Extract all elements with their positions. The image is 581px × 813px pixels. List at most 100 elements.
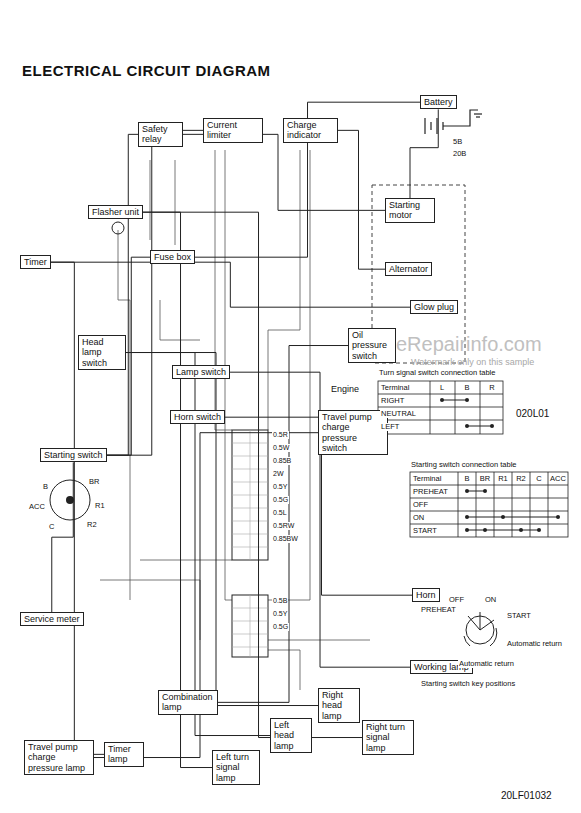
- component-box: Head lamp switch: [78, 335, 126, 370]
- diagram-label: R2: [86, 521, 98, 529]
- diagram-label: Engine: [330, 385, 360, 395]
- component-box: Travel pump charge pressure switch: [318, 410, 388, 455]
- component-label: Timer: [24, 257, 47, 267]
- wire: [268, 150, 300, 430]
- diagram-label: B: [463, 475, 470, 483]
- wire-connector: [51, 262, 410, 307]
- component-label: Left head lamp: [274, 720, 308, 751]
- component-box: Combination lamp: [158, 690, 218, 715]
- component-box: Travel pump charge pressure lamp: [24, 740, 94, 775]
- drawing-number: 020L01: [515, 408, 550, 419]
- diagram-label: Terminal: [380, 384, 410, 392]
- wire: [268, 650, 300, 690]
- key-position-symbol: [464, 612, 497, 646]
- diagram-label: R1: [497, 475, 509, 483]
- component-label: Right head lamp: [322, 690, 356, 721]
- component-label: Starting motor: [389, 200, 431, 221]
- component-box: Charge indicator: [283, 118, 338, 143]
- wire: [175, 160, 176, 245]
- wire-connector: [338, 130, 385, 269]
- flasher-symbol: [112, 222, 124, 234]
- component-label: Travel pump charge pressure switch: [322, 412, 384, 453]
- wire-connector: [107, 134, 138, 455]
- diagram-label: START: [506, 612, 532, 620]
- component-box: Starting switch: [40, 448, 107, 462]
- diagram-label: START: [412, 527, 438, 535]
- component-label: Combination lamp: [162, 692, 214, 713]
- diagram-label: Automatic return: [506, 640, 563, 648]
- diagram-label: OFF: [412, 501, 429, 509]
- diagram-label: RIGHT: [380, 397, 405, 405]
- wire: [100, 580, 200, 640]
- diagram-label: 0.5G: [272, 623, 289, 631]
- diagram-label: C: [48, 523, 55, 531]
- component-label: Battery: [424, 97, 453, 107]
- wire-connector: [94, 433, 318, 758]
- diagram-label: 0.5B: [272, 597, 288, 605]
- diagram-label: L: [439, 384, 445, 392]
- starting-switch-symbol: [50, 480, 90, 520]
- table-grid: [378, 381, 568, 537]
- diagram-label: 0.5W: [272, 444, 290, 452]
- component-label: Timer lamp: [108, 744, 140, 765]
- component-box: Timer lamp: [104, 742, 144, 767]
- diagram-label: 0.5Y: [272, 483, 288, 491]
- component-label: Fuse box: [154, 252, 191, 262]
- wire: [140, 560, 232, 561]
- watermark: eRepairinfo.com: [395, 333, 543, 355]
- component-box: Flasher unit: [88, 205, 143, 219]
- component-label: Oil pressure switch: [352, 330, 392, 361]
- component-box: Lamp switch: [172, 365, 230, 379]
- wire: [160, 300, 200, 340]
- diagram-label: ON: [484, 596, 497, 604]
- component-box: Alternator: [385, 262, 432, 276]
- diagram-label: 0.85B: [272, 457, 292, 465]
- diagram-label: ACC: [549, 475, 567, 483]
- diagram-title: ELECTRICAL CIRCUIT DIAGRAM: [22, 62, 271, 79]
- wire-connector: [126, 353, 270, 736]
- diagram-label: B: [463, 384, 470, 392]
- component-box: Glow plug: [410, 300, 458, 314]
- diagram-label: 0.5G: [272, 496, 289, 504]
- junction-block: [232, 595, 268, 657]
- component-label: Alternator: [389, 264, 428, 274]
- component-label: Charge indicator: [287, 120, 334, 141]
- diagram-label: 0.5L: [272, 509, 288, 517]
- component-box: Current limiter: [203, 118, 263, 143]
- component-label: Flasher unit: [92, 207, 139, 217]
- junction-block: [232, 430, 268, 560]
- diagram-label: Terminal: [412, 475, 442, 483]
- diagram-label: NEUTRAL: [380, 410, 417, 418]
- watermark: Watermark only on this sample: [410, 358, 535, 368]
- wire-connector: [107, 130, 203, 455]
- diagram-label: 0.5RW: [272, 522, 295, 530]
- wire-connector: [52, 462, 74, 612]
- component-box: Battery: [420, 95, 457, 109]
- component-label: Head lamp switch: [82, 337, 122, 368]
- diagram-label: 0.85BW: [272, 535, 299, 543]
- component-label: Lamp switch: [176, 367, 226, 377]
- diagram-label: C: [535, 475, 542, 483]
- wire: [268, 640, 370, 641]
- diagram-label: ACC: [28, 503, 46, 511]
- diagram-label: Turn signal switch connection table: [378, 369, 496, 377]
- battery-symbol: [425, 110, 482, 134]
- component-label: Right turn signal lamp: [366, 722, 410, 753]
- component-box: Timer: [20, 255, 51, 269]
- component-box: Safety relay: [138, 122, 183, 147]
- component-box: Left head lamp: [270, 718, 312, 753]
- component-label: Service meter: [24, 614, 80, 624]
- diagram-label: PREHEAT: [412, 488, 449, 496]
- component-label: Current limiter: [207, 120, 259, 141]
- component-box: Service meter: [20, 612, 84, 626]
- diagram-label: 0.5R: [272, 431, 289, 439]
- diagram-label: B: [42, 483, 49, 491]
- diagram-label: Starting switch key positions: [420, 680, 516, 688]
- component-label: Travel pump charge pressure lamp: [28, 742, 90, 773]
- diagram-label: LEFT: [380, 423, 400, 431]
- component-label: Horn switch: [174, 412, 221, 422]
- diagram-label: 2W: [272, 470, 285, 478]
- diagram-label: ON: [412, 514, 425, 522]
- diagram-label: R2: [515, 475, 527, 483]
- component-box: Horn switch: [170, 410, 225, 424]
